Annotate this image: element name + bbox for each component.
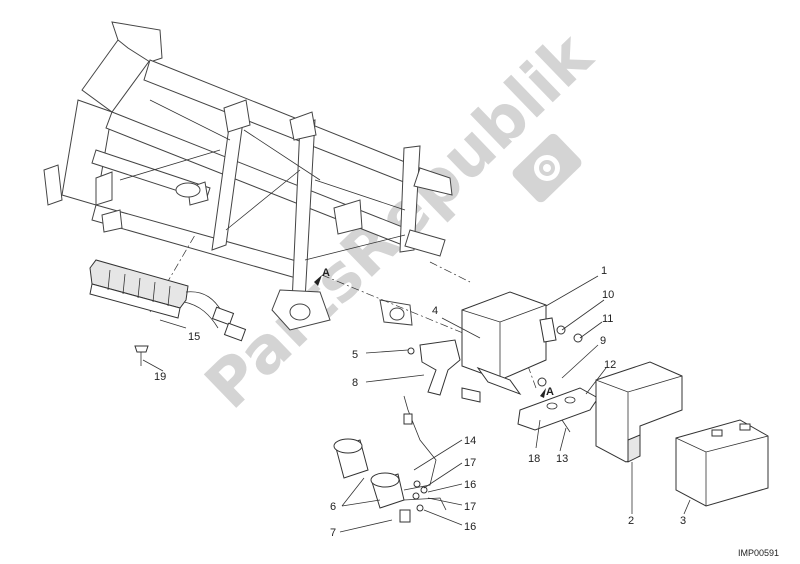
watermark: PartsRepublik: [192, 19, 608, 424]
frame-assembly: [43, 21, 453, 331]
callout-5: 5: [352, 349, 358, 361]
callout-10: 10: [602, 289, 614, 301]
arrow-icon: [314, 275, 322, 286]
watermark-text: PartsRepublik: [192, 19, 608, 424]
callout-16b: 16: [464, 521, 476, 533]
callout-14: 14: [464, 435, 476, 447]
reference-markers: A A: [314, 267, 554, 398]
callout-8: 8: [352, 377, 358, 389]
drawing-reference-code: IMP00591: [738, 548, 779, 558]
gear-icon: [512, 133, 582, 203]
callout-18: 18: [528, 453, 540, 465]
callout-11: 11: [602, 313, 613, 325]
relay-harness: [333, 395, 447, 523]
callout-2: 2: [628, 515, 634, 527]
callout-leaders: [142, 275, 691, 533]
arrow-icon: [540, 388, 546, 398]
callout-19: 19: [154, 371, 166, 383]
marker-a-bracket: A: [546, 386, 554, 398]
marker-a-frame: A: [322, 267, 330, 279]
callout-15: 15: [188, 331, 200, 343]
callout-9: 9: [600, 335, 606, 347]
callout-12: 12: [604, 359, 616, 371]
callout-17a: 17: [464, 457, 476, 469]
callout-17b: 17: [464, 501, 476, 513]
battery: [675, 419, 769, 507]
battery-cover: [595, 361, 683, 463]
callout-16a: 16: [464, 479, 476, 491]
callout-4: 4: [432, 305, 438, 317]
callout-3: 3: [680, 515, 686, 527]
mounting-bracket: [407, 339, 461, 396]
leader-lines: [149, 234, 537, 389]
callout-1: 1: [601, 265, 607, 277]
relay-box: [461, 291, 583, 403]
callout-labels: 1 2 3 4 5 6 7 8 9 10 11 12 13 14 15 16 1…: [154, 265, 686, 539]
callout-6: 6: [330, 501, 336, 513]
callout-7: 7: [330, 527, 336, 539]
bracket-plate: [517, 377, 599, 433]
voltage-regulator: [89, 259, 247, 366]
callout-13: 13: [556, 453, 568, 465]
